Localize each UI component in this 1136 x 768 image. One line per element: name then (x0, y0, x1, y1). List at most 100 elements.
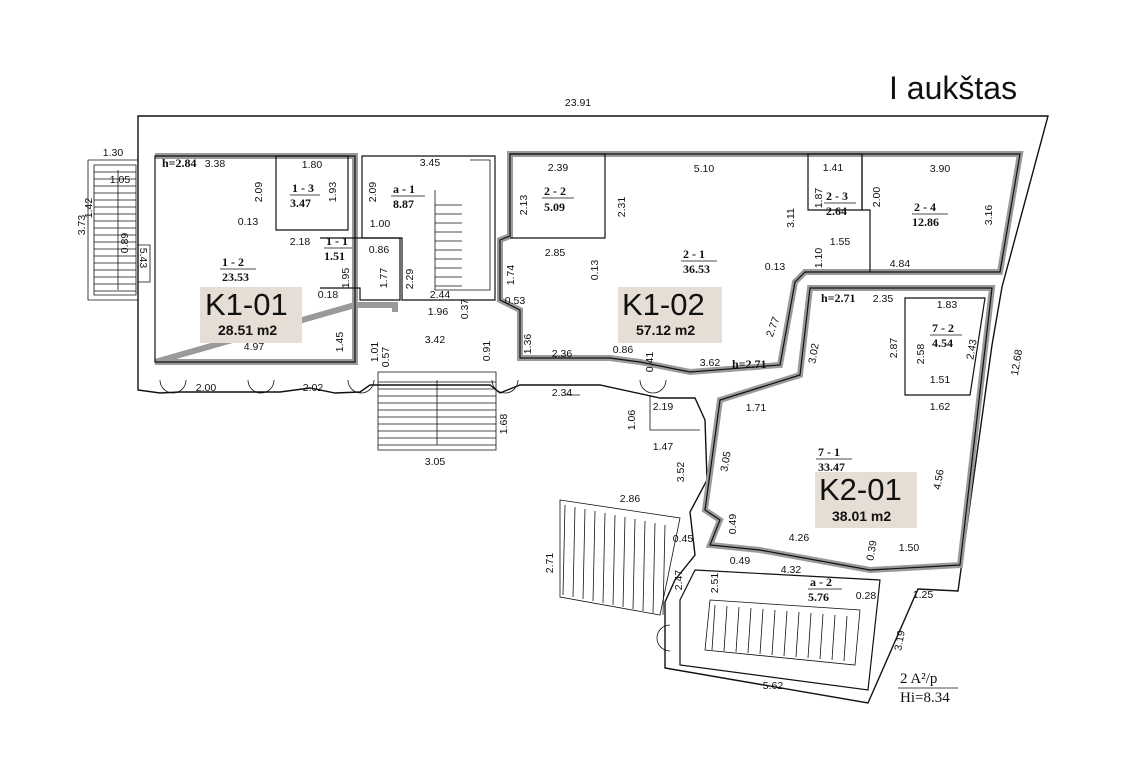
stair-step (771, 609, 776, 656)
dimension-label: 2.31 (616, 197, 628, 218)
stair-step (831, 614, 836, 661)
room-label-7-1: 7 - 133.47 (816, 445, 852, 474)
dimension-label: 0.86 (369, 244, 390, 256)
dimension-label: 0.13 (765, 261, 786, 273)
dimension-label: 2.18 (290, 236, 311, 248)
dimension-label: 1.00 (370, 218, 391, 230)
unit-code: K2-01 (819, 472, 902, 507)
dimension-label: 3.52 (675, 462, 687, 483)
dimension-label: 2.34 (552, 387, 573, 399)
dimension-label: 4.32 (781, 564, 802, 576)
dimension-label: 2.13 (518, 195, 530, 216)
svg-text:2 - 4: 2 - 4 (914, 200, 936, 214)
dimension-label: 1.93 (327, 182, 339, 203)
dimension-label: 3.19 (892, 629, 907, 651)
svg-text:33.47: 33.47 (818, 460, 845, 474)
dimension-label: 1.05 (110, 174, 131, 186)
staircase-left (93, 164, 137, 296)
dimension-label: 0.18 (318, 289, 339, 301)
dimension-label: 2.71 (544, 553, 556, 574)
dimension-label: 1.42 (83, 198, 95, 219)
dimension-label: 0.86 (613, 344, 634, 356)
dimension-label: 1.51 (930, 374, 951, 386)
dimension-label: 2.87 (888, 338, 900, 359)
stair-step (632, 518, 636, 610)
dimension-label: 2.09 (253, 182, 265, 203)
dimension-label: 3.16 (983, 205, 995, 226)
svg-text:8.87: 8.87 (393, 197, 414, 211)
dimension-label: 0.49 (727, 514, 739, 535)
stair-step (602, 512, 606, 604)
dimension-label: 2.00 (871, 187, 883, 208)
stair-step (562, 504, 566, 596)
room-label-1-1: 1 - 11.51 (324, 234, 352, 263)
dimension-label: 3.02 (806, 342, 821, 364)
dimension-label: 1.50 (899, 542, 920, 554)
stair-step (783, 610, 788, 657)
dimension-label: 3.05 (718, 450, 733, 472)
room-label-2-1: 2 - 136.53 (681, 247, 717, 276)
dimension-label: 1.68 (498, 414, 510, 435)
dimension-label: 0.39 (864, 539, 879, 561)
stair-step (735, 606, 740, 653)
svg-text:1 - 2: 1 - 2 (222, 255, 244, 269)
room-label-7-2: 7 - 24.54 (930, 321, 962, 350)
dimension-label: 1.06 (626, 410, 638, 431)
stair-step (592, 510, 596, 602)
stair-step (572, 506, 576, 598)
dimension-label: 2.02 (303, 382, 324, 394)
room-label-1-2: 1 - 223.53 (220, 255, 256, 284)
stair-step (711, 604, 716, 651)
staircase-entrance (377, 371, 497, 451)
dimension-label: 1.83 (937, 299, 958, 311)
stair-step (642, 520, 646, 612)
dimension-label: 1.96 (428, 306, 449, 318)
unit-area: 57.12 m2 (636, 322, 695, 338)
dimension-label: 3.05 (425, 456, 446, 468)
height-label: h=2.71 (732, 357, 767, 371)
dimension-label: 3.62 (700, 357, 721, 369)
dimension-label: 3.90 (930, 163, 951, 175)
stair-step (807, 612, 812, 659)
height-label: h=2.71 (821, 291, 856, 305)
svg-text:3.47: 3.47 (290, 196, 311, 210)
dimension-label: 3.73 (76, 215, 88, 236)
dimension-label: 5.62 (763, 680, 784, 692)
svg-text:4.54: 4.54 (932, 336, 953, 350)
stair-step (843, 615, 848, 662)
dimension-label: 12.68 (1009, 348, 1025, 376)
unit-code: K1-01 (205, 287, 288, 322)
dimension-label: 0.49 (730, 555, 751, 567)
stair-step (612, 514, 616, 606)
unit-k1-01: K1-01 28.51 m2 (200, 287, 302, 343)
dimension-label: 2.86 (620, 493, 641, 505)
svg-text:a - 1: a - 1 (393, 182, 415, 196)
height-label: h=2.84 (162, 156, 197, 170)
dimension-label: 4.97 (244, 341, 265, 353)
dimension-label: 2.39 (548, 162, 569, 174)
dimension-label: 2.77 (764, 315, 782, 338)
dimension-label: 1.10 (813, 248, 825, 269)
arches (159, 379, 671, 652)
dimension-label: 1.55 (830, 236, 851, 248)
interior-walls (154, 151, 1024, 691)
dimension-label: 1.62 (930, 401, 951, 413)
stair-step (795, 611, 800, 658)
floor-stamp: 2 A²/p Hi=8.34 (898, 671, 958, 706)
svg-text:7 - 2: 7 - 2 (932, 321, 954, 335)
dimension-label: 1.45 (334, 332, 346, 353)
dimension-label: 0.89 (119, 233, 131, 254)
dimension-label: 1.41 (823, 162, 844, 174)
floor-title: I aukštas (889, 70, 1017, 106)
staircase-a1 (434, 159, 491, 291)
dimension-label: 2.85 (545, 247, 566, 259)
dimension-label: 2.43 (964, 338, 979, 360)
stair-step (819, 613, 824, 660)
dimension-label: 2.36 (552, 348, 573, 360)
dimension-label: 1.80 (302, 159, 323, 171)
svg-text:2.64: 2.64 (826, 204, 847, 218)
dimension-label: 5.10 (694, 163, 715, 175)
dimension-label: 4.56 (931, 468, 946, 490)
dimension-label: 2.58 (915, 344, 927, 365)
